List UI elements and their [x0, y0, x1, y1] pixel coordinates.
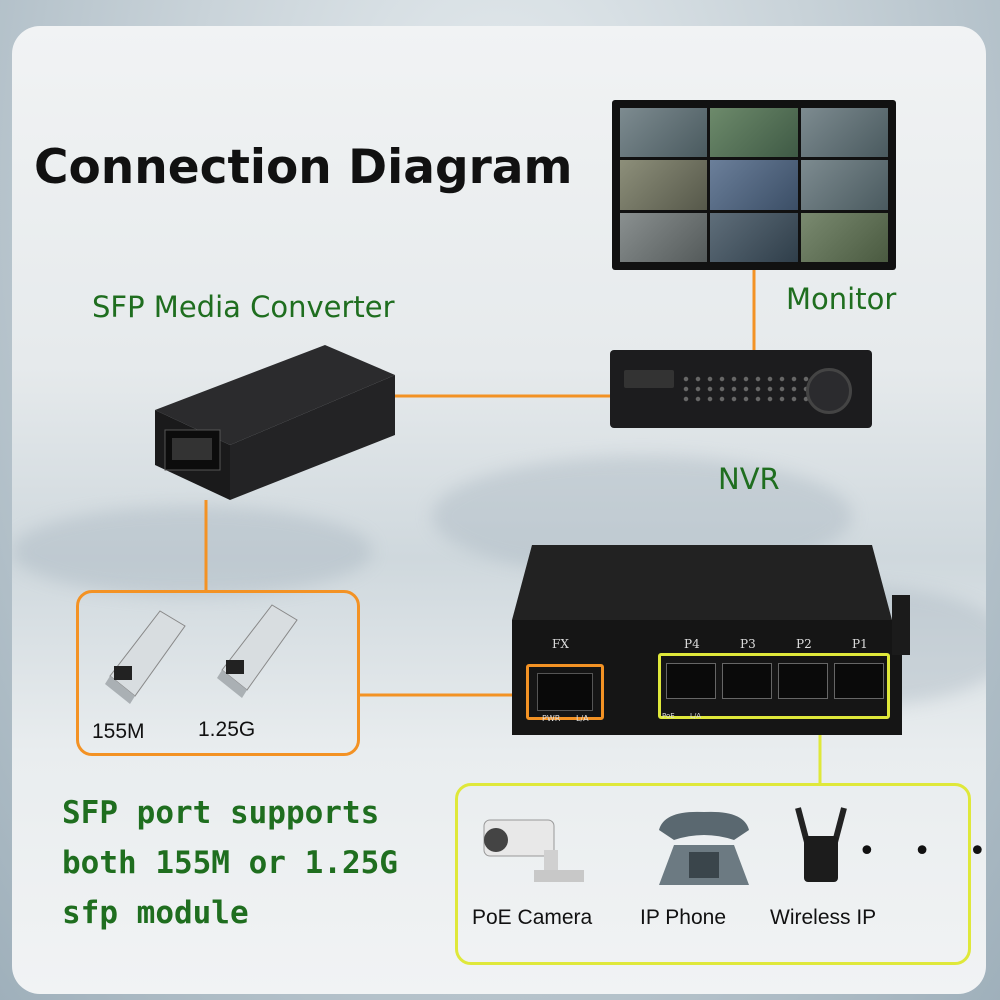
fx-la-label: L/A	[576, 714, 589, 723]
nvr-device	[610, 350, 872, 428]
more-devices-ellipsis: • • •	[858, 834, 1000, 869]
pwr-label: PWR	[542, 714, 561, 723]
port-label-p3: P3	[740, 637, 756, 651]
end-devices-box	[455, 783, 971, 965]
converter-label: SFP Media Converter	[92, 290, 395, 324]
la-label: L/A	[690, 712, 702, 720]
sfp-note-line-1: SFP port supports	[62, 795, 380, 831]
port-label-p1: P1	[852, 637, 868, 651]
ip-phone-label: IP Phone	[640, 906, 727, 929]
sfp-module-155m-icon	[105, 610, 186, 704]
poe-label: PoE	[662, 712, 675, 720]
video-tile	[710, 160, 798, 210]
sfp-note-line-3: sfp module	[62, 895, 249, 931]
nvr-buttons	[680, 374, 830, 404]
rj45-port-p2	[778, 663, 828, 699]
video-tile	[710, 108, 798, 158]
video-tile	[710, 212, 798, 262]
monitor-screen	[620, 108, 888, 262]
sfp-port	[537, 673, 593, 711]
wireless-ip-label: Wireless IP	[770, 906, 877, 929]
nvr-label: NVR	[718, 462, 780, 496]
nvr-jog-dial	[806, 368, 852, 414]
poe-switch-device: FX PWR L/A P4 P3 P2 P1 PoE L/A	[512, 540, 912, 740]
video-tile	[800, 108, 888, 158]
fx-label: FX	[552, 637, 569, 651]
page-title: Connection Diagram	[34, 140, 573, 195]
sfp-note-line-2: both 155M or 1.25G	[62, 845, 398, 881]
sfp-module-1-25g-icon	[217, 604, 298, 698]
sfp-modules-box	[76, 590, 360, 756]
nvr-display	[624, 370, 674, 388]
monitor-device	[612, 100, 896, 270]
sfp-port-highlight	[526, 664, 604, 720]
rj45-port-p4	[666, 663, 716, 699]
rj45-port-p1	[834, 663, 884, 699]
port-label-p2: P2	[796, 637, 812, 651]
video-tile	[620, 160, 708, 210]
video-tile	[620, 212, 708, 262]
wireless-ap-icon	[795, 807, 847, 882]
sfp-module-155m-label: 155M	[92, 720, 145, 743]
poe-camera-icon	[483, 819, 584, 882]
rj45-port-p3	[722, 663, 772, 699]
poe-camera-label: PoE Camera	[472, 906, 593, 929]
video-tile	[800, 160, 888, 210]
ip-phone-icon	[659, 811, 749, 885]
mist-shape	[12, 506, 372, 596]
sfp-module-1-25g-label: 1.25G	[198, 718, 256, 741]
rj45-ports-highlight	[658, 653, 890, 719]
video-tile	[620, 108, 708, 158]
monitor-label: Monitor	[786, 282, 897, 316]
port-label-p4: P4	[684, 637, 700, 651]
video-tile	[800, 212, 888, 262]
media-converter-device	[155, 345, 395, 500]
